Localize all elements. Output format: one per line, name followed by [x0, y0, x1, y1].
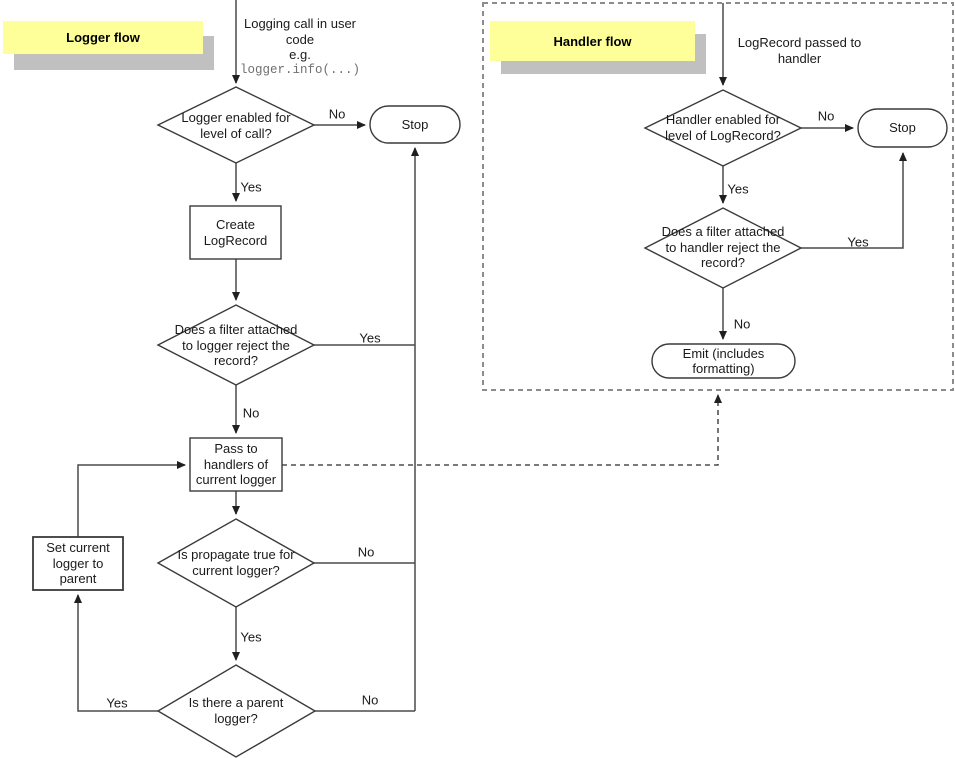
emit-node	[651, 343, 796, 379]
handler-flow-container	[482, 2, 954, 391]
edge-handler-filter-yes-to-stop	[801, 152, 907, 249]
handler-level-check-diamond	[643, 89, 803, 167]
logger-filter-check-diamond	[156, 304, 316, 386]
edge-parent-yes	[74, 594, 158, 712]
logger-flow-title: Logger flow	[66, 30, 140, 45]
parent-check-diamond	[156, 664, 317, 758]
edge-setparent-to-pass	[77, 461, 186, 537]
logger-stop-node	[369, 105, 461, 144]
handler-stop-node	[857, 108, 948, 148]
logger-level-check-diamond	[156, 86, 316, 164]
create-logrecord-box	[189, 205, 282, 260]
set-parent-box	[32, 536, 124, 591]
handler-flow-title: Handler flow	[553, 33, 632, 49]
edge-pass-to-handler-flow	[282, 394, 722, 466]
logger-flow-header: Logger flow	[3, 21, 203, 54]
handler-flow-header: Handler flow	[490, 21, 695, 61]
propagate-check-diamond	[156, 518, 316, 608]
pass-to-handlers-box	[189, 437, 283, 492]
handler-filter-check-diamond	[643, 207, 803, 289]
